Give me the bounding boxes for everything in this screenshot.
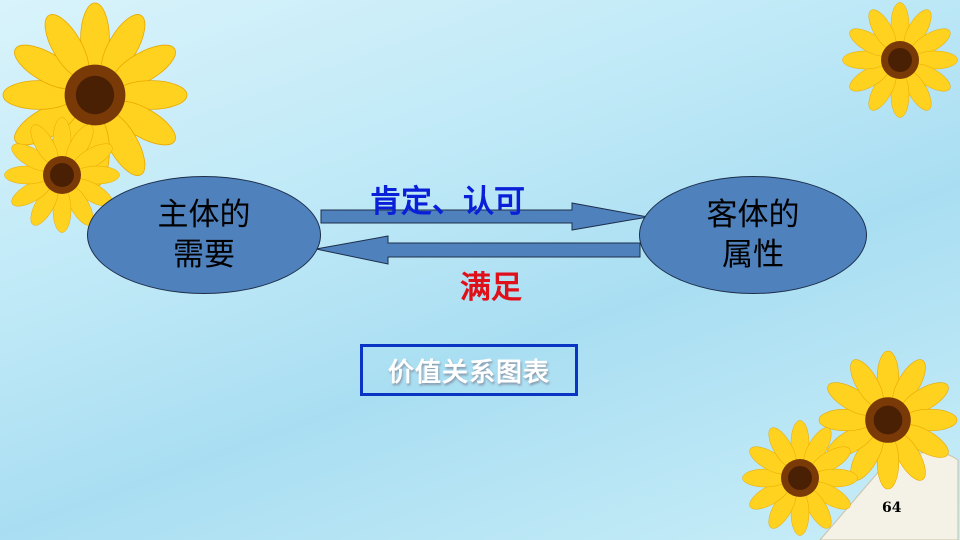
object-node-line1: 客体的	[706, 197, 800, 233]
object-node-line2: 属性	[722, 237, 784, 273]
backward-label: 满足	[460, 270, 522, 306]
subject-node-line1: 主体的	[157, 197, 251, 233]
subject-node-line2: 需要	[173, 237, 235, 273]
object-attributes-node: 客体的属性	[639, 176, 867, 294]
forward-arrow	[320, 202, 649, 231]
backward-arrow	[315, 235, 641, 265]
caption-box: 价值关系图表	[360, 344, 578, 396]
subject-needs-node: 主体的需要	[87, 176, 321, 294]
page-number: 64	[882, 500, 902, 516]
forward-label: 肯定、认可	[370, 184, 525, 220]
